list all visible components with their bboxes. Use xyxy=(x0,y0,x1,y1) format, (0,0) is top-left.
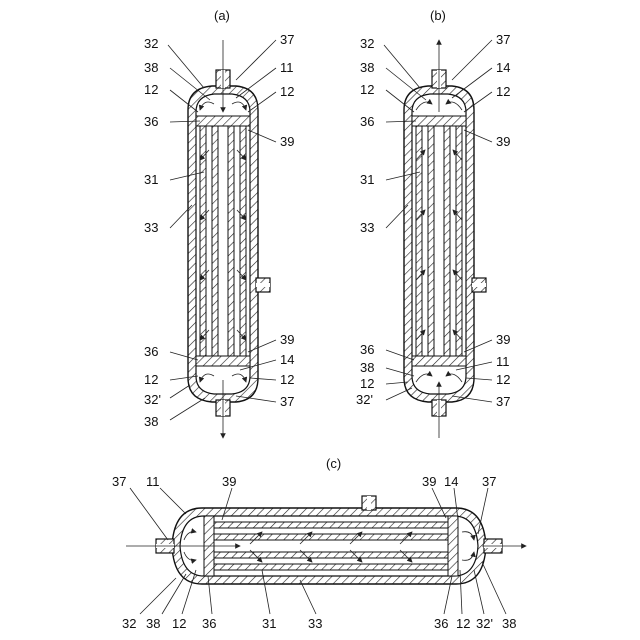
label: 31 xyxy=(262,616,276,631)
label: 39 xyxy=(496,134,510,149)
label: 12 xyxy=(280,372,294,387)
label: 38 xyxy=(146,616,160,631)
label: 14 xyxy=(496,60,510,75)
label: 36 xyxy=(202,616,216,631)
label: 38 xyxy=(360,360,374,375)
label: 37 xyxy=(482,474,496,489)
label: 12 xyxy=(144,82,158,97)
caption-c: (c) xyxy=(326,456,341,471)
caption-b: (b) xyxy=(430,8,446,23)
label: 12 xyxy=(496,372,510,387)
label: 37 xyxy=(496,32,510,47)
label: 12 xyxy=(172,616,186,631)
label: 37 xyxy=(496,394,510,409)
label: 32' xyxy=(356,392,373,407)
label: 39 xyxy=(280,332,294,347)
label: 37 xyxy=(280,394,294,409)
panel-b: (b) xyxy=(356,8,510,438)
label: 32 xyxy=(144,36,158,51)
label: 38 xyxy=(144,60,158,75)
label: 36 xyxy=(360,114,374,129)
label: 31 xyxy=(144,172,158,187)
label: 38 xyxy=(360,60,374,75)
caption-a: (a) xyxy=(214,8,230,23)
label: 14 xyxy=(444,474,458,489)
top-header-a xyxy=(196,116,250,126)
panel-a: (a) xyxy=(144,8,294,438)
bottom-header-b xyxy=(412,356,466,366)
label: 33 xyxy=(144,220,158,235)
label: 36 xyxy=(434,616,448,631)
label: 36 xyxy=(144,114,158,129)
label: 32' xyxy=(476,616,493,631)
label: 32' xyxy=(144,392,161,407)
label: 32 xyxy=(360,36,374,51)
label: 38 xyxy=(502,616,516,631)
top-header-b xyxy=(412,116,466,126)
label: 11 xyxy=(146,474,160,489)
label: 11 xyxy=(496,354,510,369)
label: 37 xyxy=(112,474,126,489)
panel-c: (c) xyxy=(112,456,526,631)
label: 14 xyxy=(280,352,294,367)
label: 33 xyxy=(308,616,322,631)
label: 12 xyxy=(456,616,470,631)
label: 32 xyxy=(122,616,136,631)
label: 33 xyxy=(360,220,374,235)
label: 39 xyxy=(496,332,510,347)
label: 12 xyxy=(280,84,294,99)
label: 12 xyxy=(496,84,510,99)
label: 39 xyxy=(222,474,236,489)
label: 12 xyxy=(144,372,158,387)
label: 36 xyxy=(360,342,374,357)
label: 37 xyxy=(280,32,294,47)
label: 39 xyxy=(280,134,294,149)
label: 36 xyxy=(144,344,158,359)
label: 11 xyxy=(280,60,294,75)
label: 31 xyxy=(360,172,374,187)
label: 38 xyxy=(144,414,158,429)
label: 12 xyxy=(360,82,374,97)
label: 12 xyxy=(360,376,374,391)
label: 39 xyxy=(422,474,436,489)
right-header-c xyxy=(448,516,458,576)
bottom-header-a xyxy=(196,356,250,366)
